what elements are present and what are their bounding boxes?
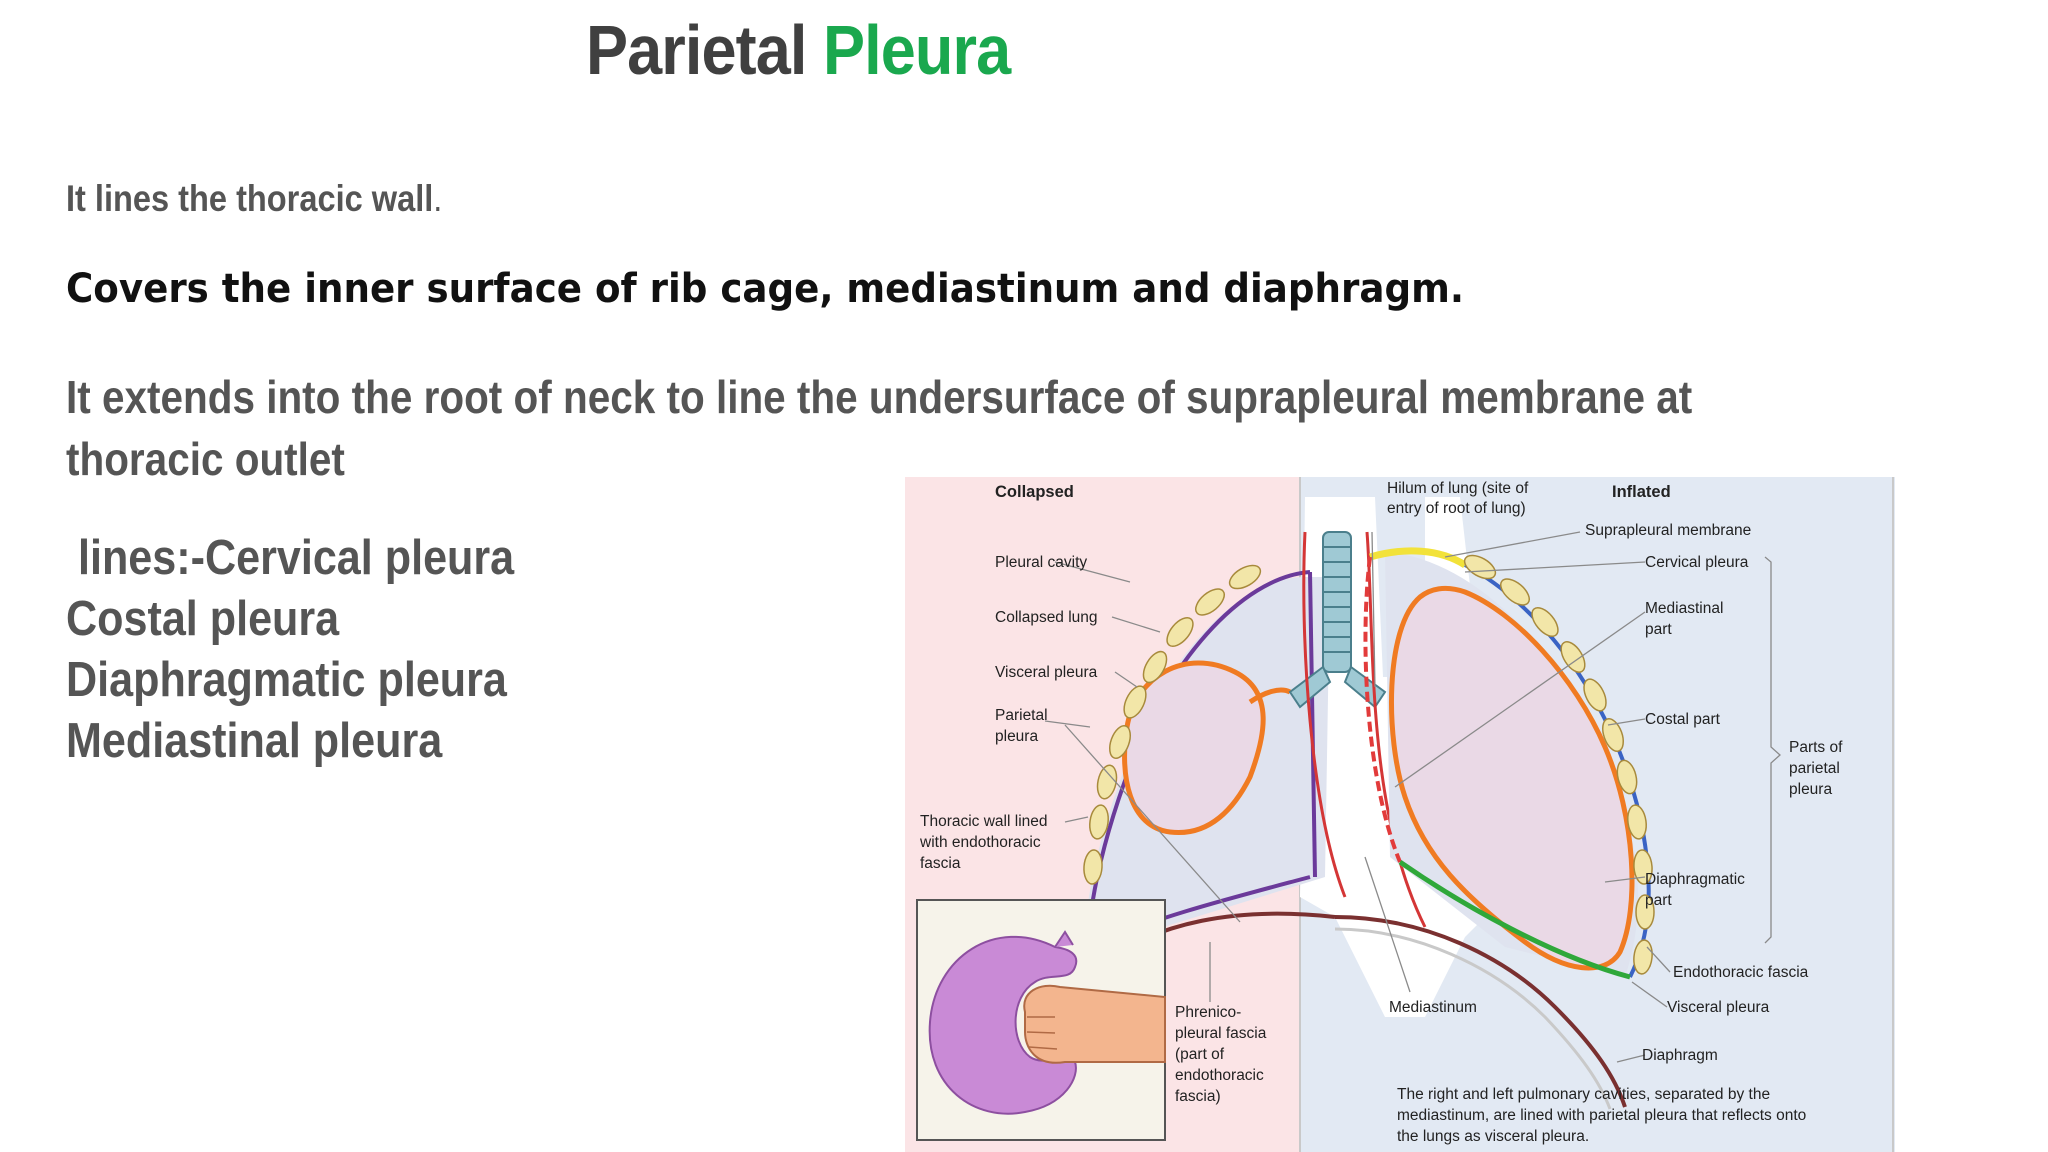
list-item: Diaphragmatic pleura (66, 653, 507, 707)
leader-costal-part (1607, 718, 1646, 726)
caption-line-2: mediastinum, are lined with parietal ple… (1397, 1107, 1806, 1124)
label-parietal-1: Parietal (995, 707, 1048, 724)
title-part2: Pleura (823, 11, 1011, 89)
left-ribs (1083, 564, 1262, 885)
cervical-pleura (1369, 547, 1467, 568)
leader-hilum (1371, 531, 1376, 688)
balloon (928, 936, 1078, 1115)
label-thoracic-1: Thoracic wall lined (920, 813, 1048, 830)
trachea-rings (1323, 546, 1351, 653)
label-hilum-1: Hilum of lung (site of (1387, 480, 1529, 497)
leader-suprapleural (1444, 531, 1581, 558)
label-phrenico-5: fascia) (1175, 1088, 1221, 1105)
label-mediastinal-1: Mediastinal (1645, 600, 1723, 617)
thoracic-wall-statement: It lines the thoracic wall. (66, 178, 442, 220)
leader-parietal-pleura-2 (1064, 724, 1241, 923)
extends-statement: It extends into the root of neck to line… (66, 371, 1693, 485)
leader-diaphragm (1616, 1054, 1646, 1063)
right-diaphragm-inner (1334, 927, 1612, 1110)
line1-period: . (433, 178, 443, 219)
caption-line-3: the lungs as visceral pleura. (1397, 1128, 1589, 1145)
left-vessel (1302, 531, 1347, 898)
label-thoracic-2: with endothoracic (919, 834, 1041, 851)
list-item: Mediastinal pleura (66, 714, 443, 768)
right-ribs (1463, 554, 1655, 975)
caption-line-1: The right and left pulmonary cavities, s… (1397, 1086, 1770, 1103)
pleura-diagram-svg: Collapsed Inflated Pleural cavity Collap… (905, 477, 1895, 1152)
label-endothoracic: Endothoracic fascia (1673, 964, 1809, 981)
label-parts-1: Parts of (1789, 739, 1843, 756)
label-diaphragm: Diaphragm (1642, 1047, 1718, 1064)
leader-cervical (1464, 561, 1646, 573)
left-bronchus (1288, 665, 1332, 709)
leader-parietal-pleura (1044, 720, 1091, 728)
fist-fingers (1026, 1016, 1058, 1050)
leader-mediastinum (1364, 856, 1411, 993)
leader-visceral-right (1631, 981, 1668, 1008)
inflated-lung (1389, 585, 1635, 971)
label-pleural-cavity: Pleural cavity (995, 554, 1087, 571)
page-title: Parietal Pleura (586, 10, 1011, 90)
label-suprapleural: Suprapleural membrane (1585, 522, 1751, 539)
list-item: Costal pleura (66, 592, 340, 646)
label-parts-3: pleura (1789, 781, 1832, 798)
pleura-diagram: Collapsed Inflated Pleural cavity Collap… (905, 477, 1895, 1152)
label-mediastinal-2: part (1645, 621, 1672, 638)
covers-statement: Covers the inner surface of rib cage, me… (66, 266, 1464, 312)
title-part1: Parietal (586, 11, 807, 89)
left-mediastinal-pleura (1308, 571, 1317, 878)
leader-diaphragmatic-part (1604, 876, 1646, 883)
line1-text: It lines the thoracic wall (66, 178, 434, 219)
label-parietal-2: pleura (995, 728, 1038, 745)
label-phrenico-2: pleural fascia (1175, 1025, 1267, 1042)
label-thoracic-3: fascia (920, 855, 961, 872)
label-diaphragmatic-2: part (1645, 892, 1672, 909)
mediastinal-pleura (1363, 556, 1402, 863)
leader-collapsed-lung (1111, 616, 1161, 633)
label-cervical: Cervical pleura (1645, 554, 1749, 571)
label-mediastinum: Mediastinum (1389, 999, 1477, 1016)
parts-bracket (1764, 556, 1781, 944)
label-costal: Costal part (1645, 711, 1721, 728)
label-diaphragmatic-1: Diaphragmatic (1645, 871, 1745, 888)
leader-pleural-cavity (1054, 561, 1131, 583)
leader-thoracic-wall (1064, 816, 1089, 823)
label-visceral-pleura: Visceral pleura (995, 664, 1098, 681)
inflated-heading: Inflated (1612, 483, 1671, 501)
label-hilum-2: entry of root of lung) (1387, 500, 1526, 517)
collapsed-lung-hilum (1248, 687, 1292, 705)
label-phrenico-3: (part of (1175, 1046, 1225, 1063)
leader-mediastinal-part (1394, 611, 1646, 788)
label-phrenico-1: Phrenico- (1175, 1004, 1241, 1021)
label-phrenico-4: endothoracic (1175, 1067, 1264, 1084)
fist (1023, 984, 1166, 1064)
balloon-knot (1054, 930, 1074, 948)
diaphragmatic-pleura (1398, 859, 1631, 980)
right-diaphragm (1334, 915, 1627, 1108)
label-visceral-right: Visceral pleura (1667, 999, 1770, 1016)
label-collapsed-lung: Collapsed lung (995, 609, 1098, 626)
leader-visceral-pleura (1114, 671, 1138, 688)
label-parts-2: parietal (1789, 760, 1840, 777)
list-item: lines:-Cervical pleura (66, 531, 515, 585)
leader-endothoracic (1646, 946, 1671, 973)
collapsed-heading: Collapsed (995, 483, 1074, 501)
